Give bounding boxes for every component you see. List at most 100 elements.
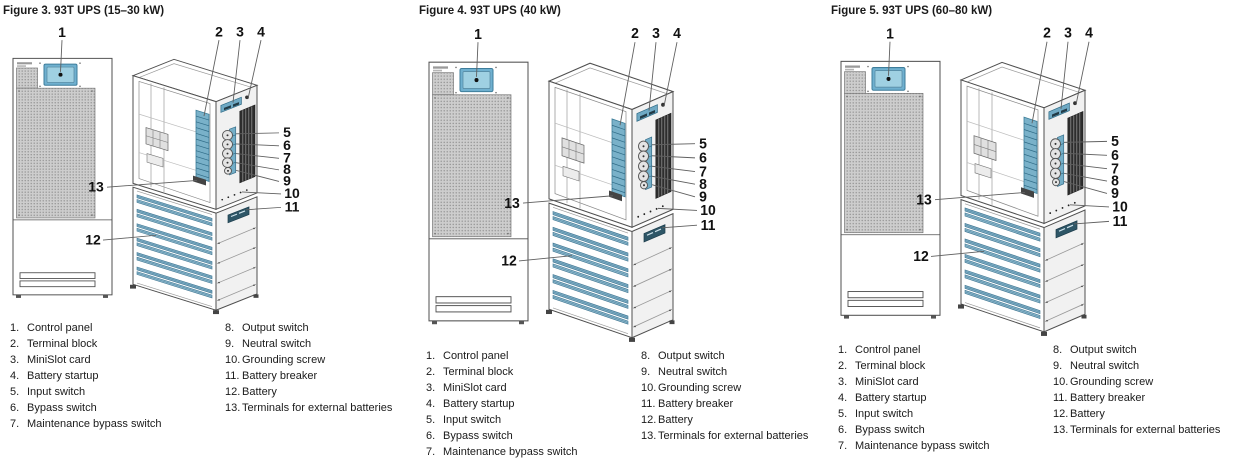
legend-item: 7. Maintenance bypass switch xyxy=(10,416,225,432)
legend-item-label: Battery breaker xyxy=(242,370,318,382)
figure-5-legend: 1.Control panel 2.Terminal block 3. MiniS… xyxy=(828,342,1237,454)
legend-item-number: 9. xyxy=(641,366,651,378)
legend-item-number: 12. xyxy=(1053,408,1069,420)
figure-4-legend: 1.Control panel 2. Terminal block 3. MiniS… xyxy=(416,348,828,460)
legend-item: 13.Terminals for external batteries xyxy=(225,400,416,416)
legend-item: 10.Grounding screw xyxy=(1053,374,1237,390)
legend-item-number: 5. xyxy=(838,408,848,420)
legend-item-label: Input switch xyxy=(27,386,86,398)
legend-item: 5. Input switch xyxy=(10,384,225,400)
legend-item: 5. Input switch xyxy=(838,406,1053,422)
legend-item-label: Maintenance bypass switch xyxy=(27,418,162,430)
legend-item: 12.Battery xyxy=(225,384,416,400)
legend-item-number: 11. xyxy=(641,398,656,410)
legend-item: 11.Battery breaker xyxy=(641,396,828,412)
legend-column-1: 1.Control panel 2.Terminal block 3. MiniS… xyxy=(838,342,1053,454)
legend-item-number: 6. xyxy=(10,402,20,414)
legend-item-label: Terminal block xyxy=(443,366,514,378)
legend-item-number: 9. xyxy=(1053,360,1063,372)
legend-item-number: 1. xyxy=(10,322,20,334)
legend-item-label: Output switch xyxy=(658,350,725,362)
legend-item-number: 12. xyxy=(225,386,241,398)
legend-column-1: 1.Control panel 2. Terminal block 3. MiniS… xyxy=(426,348,641,460)
legend-item: 4. Battery startup xyxy=(426,396,641,412)
legend-item: 12.Battery xyxy=(1053,406,1237,422)
legend-item: 2.Terminal block xyxy=(838,358,1053,374)
figure-4-drawing xyxy=(416,18,820,344)
legend-item: 10.Grounding screw xyxy=(225,352,416,368)
legend-item-label: Bypass switch xyxy=(27,402,97,414)
legend-item: 1.Control panel xyxy=(838,342,1053,358)
legend-item-label: Input switch xyxy=(443,414,502,426)
legend-item-number: 4. xyxy=(426,398,436,410)
legend-item-number: 2. xyxy=(426,366,436,378)
legend-item-label: Input switch xyxy=(855,408,914,420)
legend-item-label: Terminals for external batteries xyxy=(1070,424,1221,436)
legend-item-label: Terminal block xyxy=(27,338,98,350)
legend-item: 8.Output switch xyxy=(1053,342,1237,358)
legend-item: 6.Bypass switch xyxy=(426,428,641,444)
legend-item-label: Neutral switch xyxy=(1070,360,1140,372)
legend-item-label: Terminal block xyxy=(855,360,926,372)
legend-item: 1.Control panel xyxy=(426,348,641,364)
legend-item: 13.Terminals for external batteries xyxy=(1053,422,1237,438)
legend-item-number: 3. xyxy=(838,376,848,388)
legend-item-number: 13. xyxy=(1053,424,1069,436)
legend-item-label: Battery startup xyxy=(443,398,515,410)
legend-item-number: 4. xyxy=(838,392,848,404)
legend-item-number: 8. xyxy=(225,322,235,334)
legend-item: 9. Neutral switch xyxy=(641,364,828,380)
legend-item-label: Neutral switch xyxy=(658,366,728,378)
legend-column-2: 8.Output switch 9. Neutral switch 10.Grou… xyxy=(1053,342,1237,454)
legend-item-label: Neutral switch xyxy=(242,338,312,350)
legend-item-label: Battery xyxy=(658,414,693,426)
legend-item-label: Battery breaker xyxy=(1070,392,1146,404)
legend-item: 11.Battery breaker xyxy=(225,368,416,384)
legend-item-label: Terminals for external batteries xyxy=(242,402,393,414)
figure-3-legend: 1. Control panel 2. Terminal block 3.MiniS… xyxy=(0,320,416,432)
legend-item: 1. Control panel xyxy=(10,320,225,336)
legend-item-label: Battery xyxy=(242,386,277,398)
legend-item-label: Maintenance bypass switch xyxy=(855,440,990,452)
figure-3-drawing xyxy=(0,18,404,316)
figure-5-drawing xyxy=(828,18,1232,338)
legend-item: 3.MiniSlot card xyxy=(10,352,225,368)
legend-item: 8.Output switch xyxy=(641,348,828,364)
legend-item-number: 10. xyxy=(1053,376,1069,388)
legend-item-label: Bypass switch xyxy=(855,424,925,436)
legend-item: 3. MiniSlot card xyxy=(838,374,1053,390)
legend-item: 12.Battery xyxy=(641,412,828,428)
legend-item-number: 10. xyxy=(641,382,657,394)
legend-item-number: 3. xyxy=(426,382,436,394)
legend-item-number: 7. xyxy=(10,418,20,430)
legend-item-label: MiniSlot card xyxy=(855,376,919,388)
legend-item-number: 7. xyxy=(838,440,848,452)
legend-item-number: 3. xyxy=(10,354,20,366)
legend-item: 4. Battery startup xyxy=(10,368,225,384)
figure-5-block: Figure 5. 93T UPS (60–80 kW) 1.Control p… xyxy=(828,0,1237,471)
legend-item-label: Battery breaker xyxy=(658,398,734,410)
legend-item-number: 5. xyxy=(10,386,20,398)
legend-item: 5.Input switch xyxy=(426,412,641,428)
legend-item-number: 2. xyxy=(10,338,20,350)
legend-column-2: 8.Output switch 9. Neutral switch 10.Grou… xyxy=(641,348,828,460)
legend-item-label: Control panel xyxy=(27,322,93,334)
legend-item-label: MiniSlot card xyxy=(443,382,507,394)
legend-item-number: 1. xyxy=(426,350,436,362)
legend-item-label: Battery startup xyxy=(27,370,99,382)
legend-item: 2. Terminal block xyxy=(426,364,641,380)
figure-4-block: Figure 4. 93T UPS (40 kW) 1.Control pane… xyxy=(416,0,828,471)
legend-item-number: 8. xyxy=(1053,344,1063,356)
legend-item-number: 4. xyxy=(10,370,20,382)
legend-item-number: 6. xyxy=(838,424,848,436)
legend-item: 8.Output switch xyxy=(225,320,416,336)
legend-item: 9.Neutral switch xyxy=(225,336,416,352)
legend-item-label: Grounding screw xyxy=(658,382,742,394)
legend-item-number: 6. xyxy=(426,430,436,442)
legend-item-label: Terminals for external batteries xyxy=(658,430,809,442)
legend-item-label: Battery xyxy=(1070,408,1105,420)
figure-3-block: Figure 3. 93T UPS (15–30 kW) 1.Control p… xyxy=(0,0,416,471)
figure-title: Figure 5. 93T UPS (60–80 kW) xyxy=(831,5,993,17)
legend-item-number: 7. xyxy=(426,446,436,458)
